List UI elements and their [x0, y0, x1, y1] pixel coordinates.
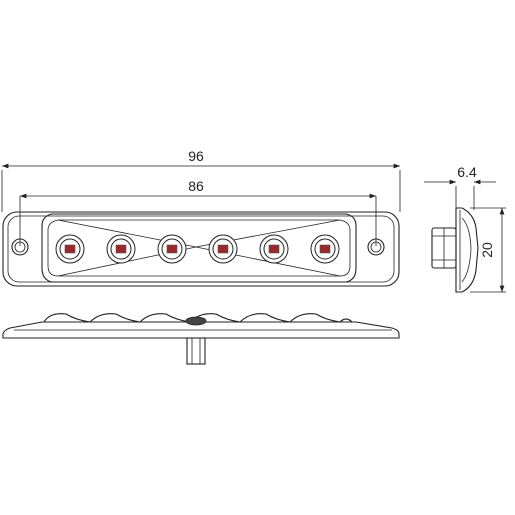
led-chip — [217, 244, 229, 254]
cable-stub — [186, 337, 206, 365]
lens-outline — [41, 213, 357, 283]
led-chip — [268, 244, 280, 254]
led-chip — [166, 244, 178, 254]
led-6 — [310, 234, 340, 264]
led-4 — [208, 234, 238, 264]
dimension-hole-spacing: 86 — [19, 178, 377, 246]
mounting-hole-left — [11, 238, 29, 256]
lens-profile — [43, 313, 353, 323]
dimension-86-label: 86 — [188, 178, 204, 194]
mounting-hole-right — [367, 238, 385, 256]
led-5 — [259, 234, 289, 264]
led-chip — [319, 244, 331, 254]
led-2 — [106, 234, 136, 264]
side-view: 6.4 20 — [424, 164, 506, 293]
side-housing — [455, 207, 479, 293]
led-1 — [55, 234, 85, 264]
cable-gland — [185, 316, 207, 326]
base-plate — [2, 321, 400, 339]
dimension-6-4-label: 6.4 — [457, 164, 477, 180]
dimension-96-label: 96 — [188, 148, 204, 164]
led-3 — [157, 234, 187, 264]
bottom-view — [2, 313, 400, 365]
dimension-20-label: 20 — [479, 242, 495, 258]
led-chip — [64, 244, 76, 254]
lens-bevel — [57, 219, 341, 277]
led-row — [55, 234, 340, 264]
led-chip — [115, 244, 127, 254]
dimension-overall-length: 96 — [1, 148, 401, 212]
housing-outline — [2, 211, 400, 287]
front-view — [2, 211, 400, 287]
